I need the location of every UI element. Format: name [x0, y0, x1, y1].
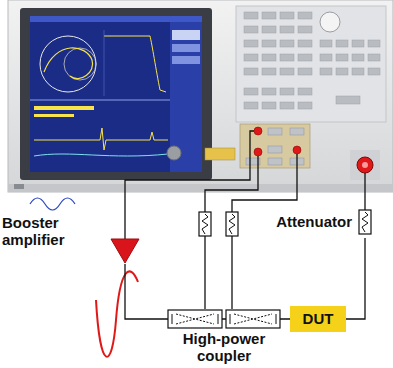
node-text: Booster amplifier [2, 212, 86, 249]
amplifier-node: Booster amplifier [2, 212, 142, 264]
node-text: DUT [303, 310, 334, 327]
coupler-label: High-power coupler [174, 331, 274, 364]
attenuator-node: Attenuator [273, 206, 375, 238]
amplifier-triangle [110, 238, 140, 264]
signal-line [346, 238, 365, 319]
resistor-body [359, 210, 371, 234]
amplifier-shape [111, 239, 139, 263]
resistor-zigzag [362, 212, 368, 232]
coupler-symbol [168, 310, 280, 328]
resistor-symbol [358, 209, 372, 235]
attenuator-symbol [199, 212, 238, 236]
dut-box: DUT [290, 306, 346, 332]
node-text: Attenuator [276, 213, 352, 230]
